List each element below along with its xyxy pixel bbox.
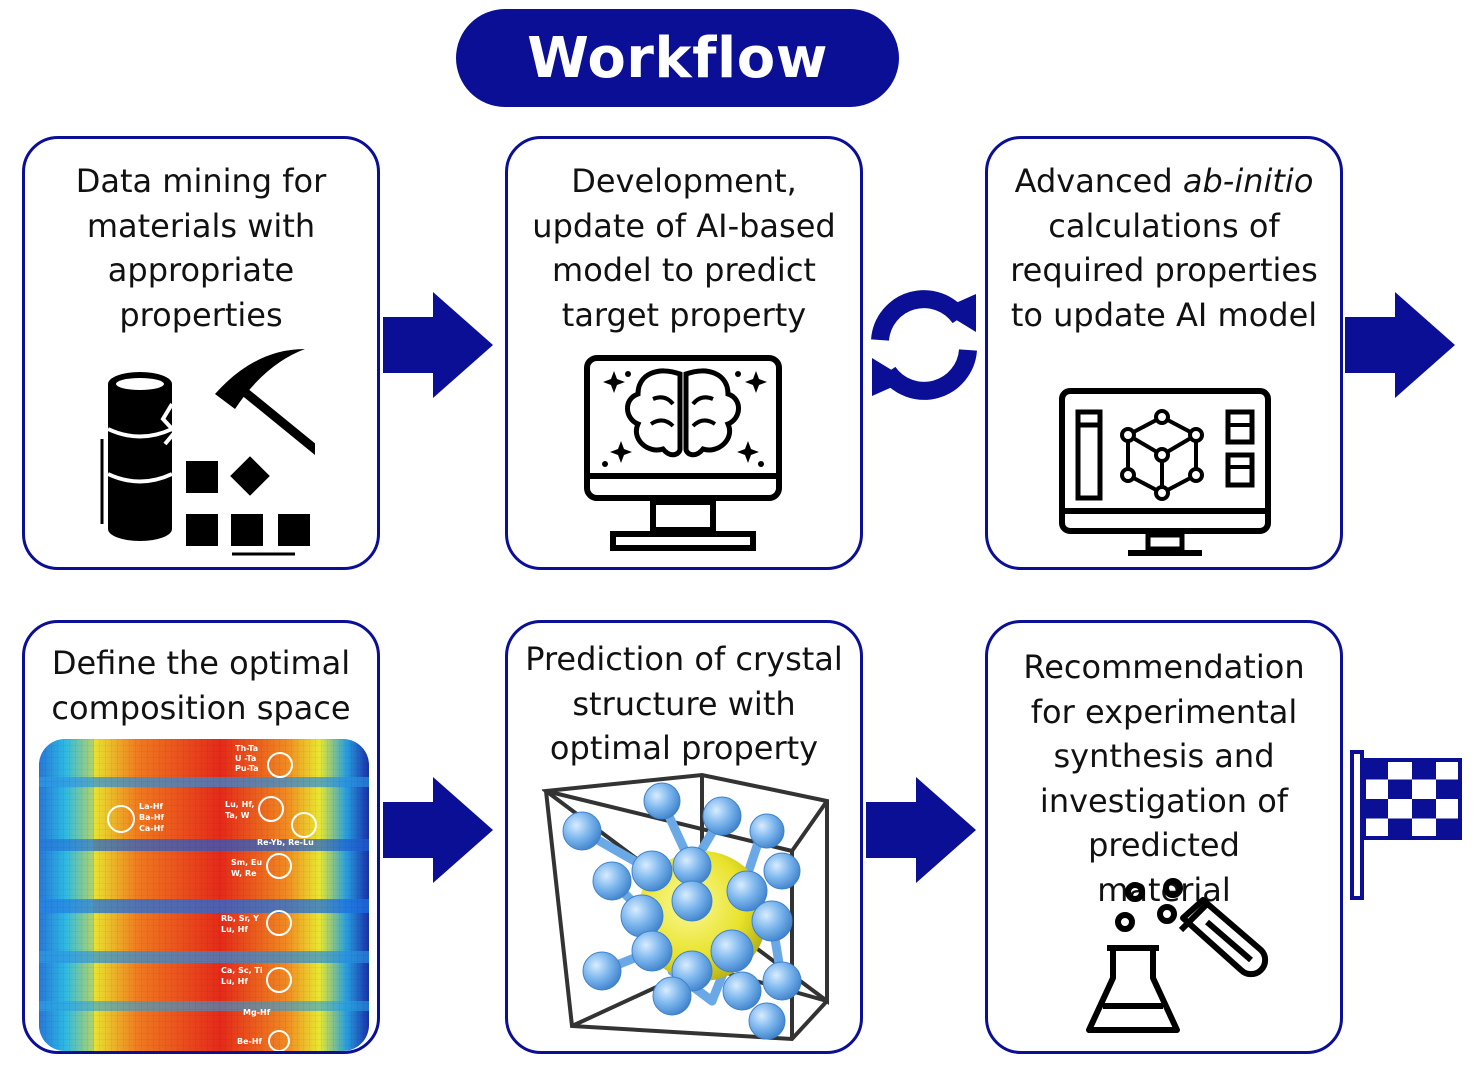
database-mining-icon [100,349,315,556]
arrow-right-2 [1345,292,1455,398]
ai-brain-monitor-icon [584,355,782,551]
ab-initio-suffix: calculations of required properties to u… [1010,206,1318,334]
crystal-monitor-icon [1059,388,1271,556]
step-prediction-text: Prediction of crystal structure with opt… [525,640,843,767]
heat-label-lu-hf: Lu, Hf, [225,800,254,809]
step-development-text: Development, update of AI-based model to… [532,162,836,334]
step-ab-initio: Advanced ab-initio calculations of requi… [985,136,1343,570]
heat-label-lu-hf-3: Lu, Hf [221,977,248,986]
lab-flask-icon [1086,878,1269,1033]
step-define-space-text: Define the optimal composition space [51,644,351,727]
arrow-right-1 [383,292,493,398]
heat-label-u-ta: U -Ta [235,754,256,763]
step-data-mining: Data mining for materials with appropria… [22,136,380,570]
step-ab-initio-text: Advanced ab-initio calculations of requi… [1002,159,1326,337]
workflow-title: Workflow [456,9,899,107]
step-development: Development, update of AI-based model to… [505,136,863,570]
arrow-right-4 [866,777,976,883]
finish-flag-icon [1350,750,1462,900]
heat-label-sm-eu: Sm, Eu [231,858,262,867]
crystal-structure-image [542,772,829,1042]
heat-label-mg-hf: Mg-Hf [243,1008,271,1017]
step-data-mining-text: Data mining for materials with appropria… [75,162,327,334]
step-prediction: Prediction of crystal structure with opt… [505,620,863,1054]
heat-label-la-hf: La-Hf [139,802,164,811]
ab-initio-italic: ab-initio [1182,162,1314,200]
heat-label-ta-w: Ta, W [225,811,250,820]
heat-label-th-ta: Th-Ta [235,744,258,753]
heat-label-ca-sc-ti: Ca, Sc, Ti [221,966,263,975]
heatmap-image: Th-Ta U -Ta Pu-Ta La-Hf Ba-Hf Ca-Hf Lu, … [39,739,369,1051]
heat-label-pu-ta: Pu-Ta [235,764,259,773]
heat-label-re-yb: Re-Yb, Re-Lu [257,838,314,847]
heat-label-lu-hf-2: Lu, Hf [221,925,248,934]
ab-initio-prefix: Advanced [1014,162,1183,200]
step-define-space: Define the optimal composition space [22,620,380,1054]
heat-label-ba-hf: Ba-Hf [139,813,165,822]
step-recommendation: Recommendation for experimental synthesi… [985,620,1343,1054]
arrow-right-3 [383,777,493,883]
heat-label-ca-hf: Ca-Hf [139,824,164,833]
heat-label-rb-sr-y: Rb, Sr, Y [221,914,259,923]
cycle-arrows-icon [871,290,977,400]
step-recommendation-text: Recommendation for experimental synthesi… [1023,648,1305,909]
heat-label-be-hf: Be-Hf [237,1037,263,1046]
heat-label-w-re: W, Re [231,869,257,878]
